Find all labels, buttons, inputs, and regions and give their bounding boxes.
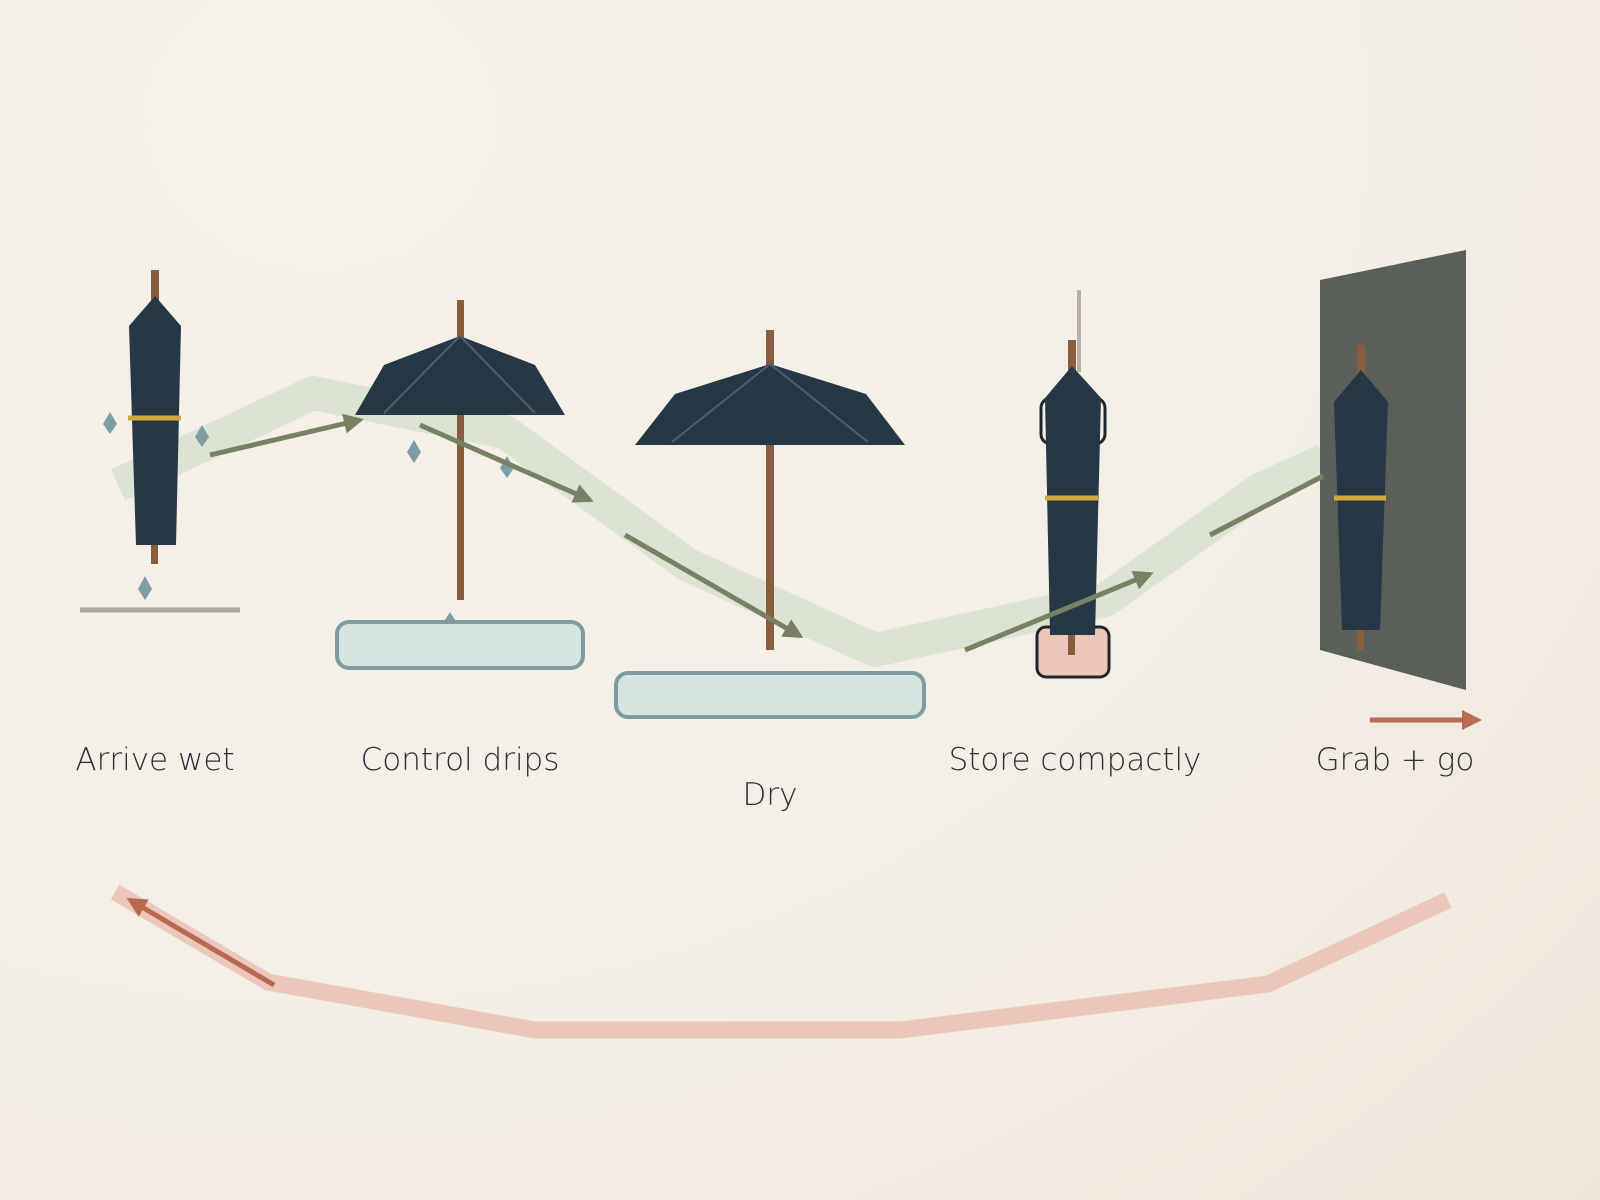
umbrella-shaft <box>457 300 464 600</box>
stage-grab-and-go-illustration <box>1320 250 1466 690</box>
stage-label-store-compactly: Store compactly <box>949 742 1202 778</box>
flow-arrow <box>209 413 364 458</box>
flow-arrow <box>1208 473 1325 538</box>
flow-arrow <box>418 422 594 503</box>
umbrella-ferrule <box>1068 628 1075 655</box>
drying-tray <box>614 671 926 719</box>
umbrella-shaft <box>766 330 774 650</box>
umbrella-ferrule <box>1357 626 1364 650</box>
stage-label-dry: Dry <box>743 777 798 813</box>
stage-label-arrive-wet: Arrive wet <box>75 742 234 778</box>
flow-arrows <box>209 413 1325 653</box>
stage-label-control-drips: Control drips <box>361 742 560 778</box>
flow-arrow <box>623 532 804 639</box>
umbrella-tip <box>1357 345 1365 377</box>
stage-control-drips-illustration <box>335 300 585 670</box>
drip-tray <box>335 620 585 670</box>
flow-arrow <box>964 570 1154 653</box>
stage-store-compactly-illustration <box>1035 290 1111 679</box>
flow-band <box>110 376 1333 667</box>
return-arrow <box>126 897 276 988</box>
umbrella-ferrule <box>151 540 158 564</box>
stage-label-grab-and-go: Grab + go <box>1316 742 1475 778</box>
open-umbrella-canopy <box>355 336 565 415</box>
water-drop-icon <box>138 576 152 600</box>
return-band <box>110 884 1452 1039</box>
water-drop-icon <box>445 612 455 620</box>
umbrella-tip <box>151 270 159 302</box>
water-drop-icon <box>195 425 209 447</box>
stage-arrive-wet-illustration <box>80 270 240 613</box>
stage-dry-illustration <box>614 330 926 719</box>
water-drop-icon <box>103 412 117 434</box>
umbrella-tip <box>1068 340 1076 372</box>
open-umbrella-canopy <box>635 364 905 445</box>
water-drop-icon <box>500 456 514 478</box>
water-drop-icon <box>407 440 421 463</box>
